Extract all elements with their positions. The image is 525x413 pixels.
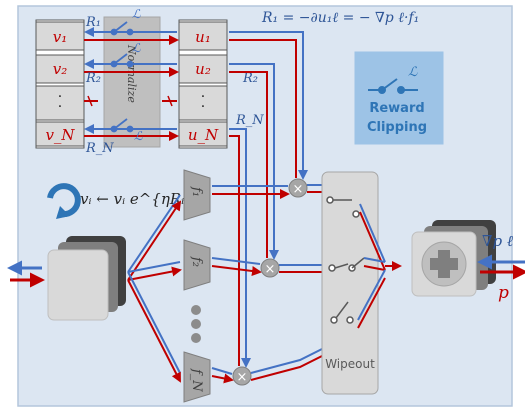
left-cell-dots2: ·: [58, 99, 62, 115]
right-cell-u2: u₂: [195, 60, 211, 78]
legend-subtitle: Clipping: [367, 120, 427, 135]
left-label-rn: R_N: [85, 141, 114, 156]
right-label-r2: R₂: [242, 71, 258, 86]
left-cell-v2: v₂: [53, 60, 68, 78]
left-cell-dots: ·: [58, 89, 62, 105]
fanout-wires: [127, 194, 182, 383]
switch-icon: [326, 196, 365, 324]
left-io-arrows: [6, 260, 45, 288]
svg-text:f₂: f₂: [189, 256, 204, 267]
svg-text:×: ×: [265, 262, 276, 277]
refresh-arrow-icon: [47, 183, 81, 219]
left-label-r1: R₁: [85, 15, 101, 30]
expert-f1: f₁: [183, 169, 211, 221]
normalize-box: [103, 16, 161, 148]
legend-symbol: ℒ: [408, 65, 418, 80]
clip-switch-icon: [110, 21, 134, 133]
left-cell-vn: v_N: [45, 126, 75, 144]
expert-ellipsis: [191, 305, 201, 343]
legend-box: [354, 51, 444, 145]
right-io-arrows: [477, 254, 525, 280]
clip-symbol-3: ℒ: [134, 129, 143, 143]
right-cell-dots2: ·: [201, 99, 205, 115]
legend-switch-icon: [368, 78, 418, 94]
svg-text:×: ×: [293, 182, 304, 197]
normalize-red-arrows: [84, 35, 179, 141]
left-label-r2: R₂: [85, 71, 101, 86]
right-cell-dots: ·: [201, 89, 205, 105]
wipeout-to-output: [357, 203, 402, 329]
normalize-label: Normalize: [125, 44, 138, 103]
weights-stack: [47, 236, 126, 321]
svg-text:f_N: f_N: [189, 368, 204, 392]
left-cell-v1: v₁: [53, 28, 68, 46]
multiply-node-icon: × × ×: [232, 178, 308, 386]
right-label-rn: R_N: [235, 113, 264, 128]
right-cell-u1: u₁: [195, 28, 211, 46]
update-rule: vᵢ ← vᵢ e^{ηRᵢ}: [80, 190, 194, 208]
expert-fn: f_N: [183, 351, 211, 403]
legend-title: Reward: [369, 101, 424, 116]
right-table: u₁ u₂ · · u_N: [178, 19, 228, 149]
svg-text:f₁: f₁: [189, 186, 204, 197]
grad-label: ∇p ℓ: [482, 232, 513, 250]
expert-to-multiply: [211, 185, 290, 384]
header-equation: R₁ = −∂u₁ℓ = − ∇p ℓ·f₁: [261, 10, 419, 26]
p-label: p: [498, 283, 509, 303]
clip-symbol-1: ℒ: [132, 7, 141, 21]
expert-f2: f₂: [183, 239, 211, 291]
wipeout-label: Wipeout: [325, 357, 375, 371]
clip-symbol-2: ℒ: [132, 41, 141, 55]
svg-text:×: ×: [237, 370, 248, 385]
left-table: v₁ v₂ · · v_N: [35, 19, 85, 149]
joystick-icon: [411, 220, 496, 297]
right-cell-un: u_N: [188, 126, 219, 144]
